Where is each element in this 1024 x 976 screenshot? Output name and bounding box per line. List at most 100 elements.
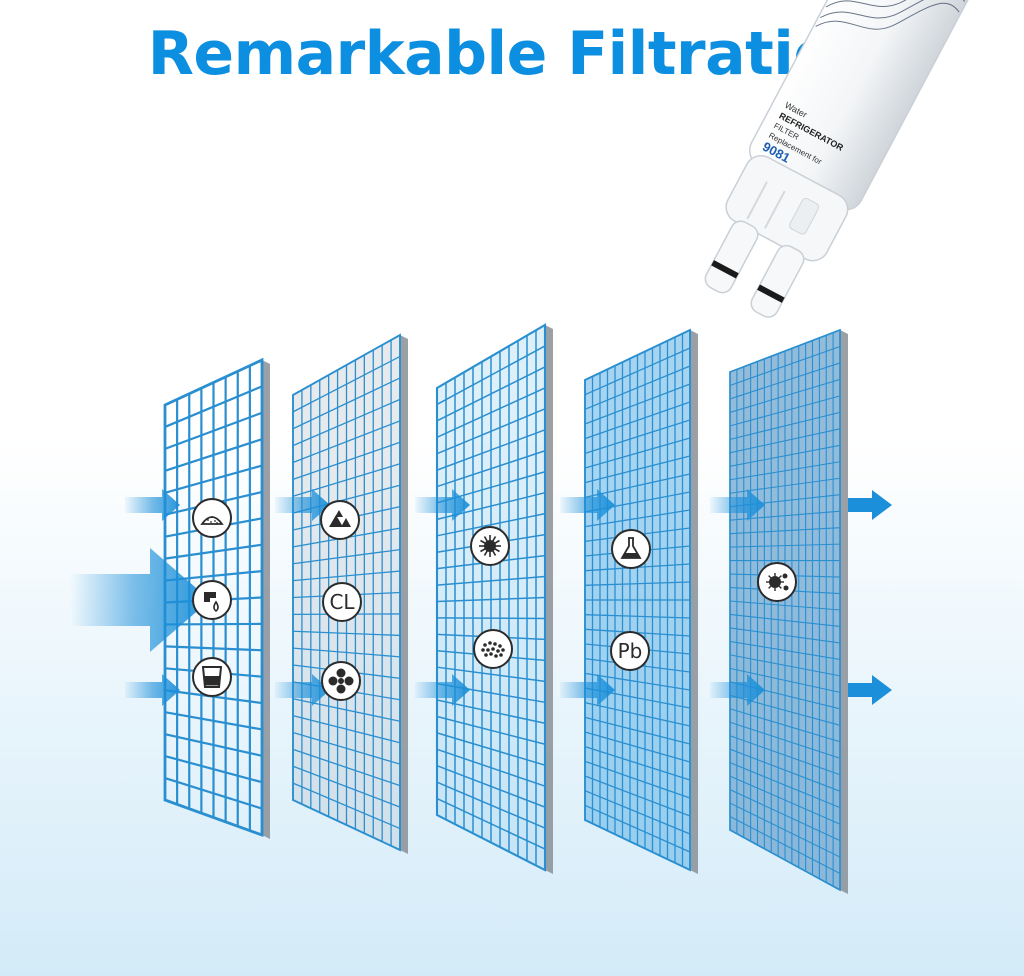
grid-line <box>729 802 841 858</box>
grid-line <box>584 437 691 469</box>
panel-edge <box>840 330 848 894</box>
grid-line <box>164 438 263 472</box>
grid-line <box>584 672 691 691</box>
grid-line <box>729 527 841 535</box>
grid-line <box>292 782 401 830</box>
grid-line <box>292 548 401 565</box>
flow-arrow <box>710 489 765 521</box>
water-flow-arrows <box>70 489 892 706</box>
grid-line <box>436 366 546 422</box>
grid-line <box>436 797 546 850</box>
grid-line <box>164 733 263 757</box>
grid-line <box>292 463 401 497</box>
grid-line <box>729 444 841 467</box>
wave-pattern <box>815 0 971 30</box>
grid-line <box>584 365 691 410</box>
turbidity-icon <box>192 657 232 697</box>
grid-line <box>729 627 841 644</box>
grid-line <box>729 543 841 548</box>
grid-line <box>729 748 841 792</box>
grid-line <box>584 455 691 484</box>
headline: Remarkable Filtration <box>147 19 877 89</box>
flow-arrow <box>275 674 330 706</box>
rust-icon <box>192 580 232 620</box>
grid-line <box>584 347 691 396</box>
flow-arrow <box>560 489 615 521</box>
grid-line <box>584 473 691 498</box>
grid-line <box>436 596 546 603</box>
grid-line <box>729 461 841 481</box>
grid-line <box>292 420 401 464</box>
flow-arrow <box>710 674 765 706</box>
grid-line <box>729 721 841 759</box>
flow-arrow <box>415 489 470 521</box>
grid-line <box>164 645 263 652</box>
filter-nozzles <box>704 220 805 318</box>
grid-line <box>584 760 691 799</box>
grid-line <box>292 398 401 447</box>
contaminant-icon <box>470 526 510 566</box>
grid-line <box>436 715 546 745</box>
panel-edge <box>690 330 698 874</box>
grid-line <box>292 441 401 480</box>
grid-line <box>436 512 546 537</box>
grid-line <box>729 428 841 454</box>
main-inflow-arrow <box>70 548 210 652</box>
grid-line <box>164 543 263 560</box>
grid-line <box>292 731 401 765</box>
chlorine-icon-label: CL <box>329 590 355 614</box>
outflow-arrow <box>848 675 892 705</box>
particles-icon <box>320 500 360 540</box>
panel-edge <box>262 360 270 839</box>
odor-icon <box>321 661 361 701</box>
grid-line <box>292 714 401 744</box>
grid-line <box>729 345 841 386</box>
contaminant-icons: CL Pb <box>192 498 797 701</box>
grid-line <box>436 387 546 438</box>
flow-arrow <box>125 489 180 521</box>
flow-arrow <box>275 489 330 521</box>
stage-4-panel <box>584 328 698 874</box>
grid-line <box>584 804 691 853</box>
grid-line <box>436 345 546 406</box>
grid-line <box>436 450 546 488</box>
grid-line <box>292 630 401 637</box>
micro-particle-icon <box>473 629 513 669</box>
grid-line <box>164 777 263 810</box>
grid-line <box>729 411 841 440</box>
grid-line <box>584 509 691 528</box>
bacteria-icon <box>757 562 797 602</box>
grid-line <box>729 735 841 776</box>
grid-line <box>164 755 263 784</box>
chemical-icon <box>611 529 651 569</box>
grid-line <box>292 647 401 658</box>
grid-line <box>436 429 546 471</box>
grid-line <box>729 708 841 743</box>
lead-icon-label: Pb <box>618 639 643 663</box>
panel-edge <box>545 325 553 874</box>
grid-line <box>584 419 691 454</box>
grid-line <box>584 790 691 835</box>
chlorine-icon: CL <box>322 582 362 622</box>
filter-stages <box>163 323 848 894</box>
grid-line <box>292 377 401 430</box>
grid-line <box>164 385 263 428</box>
grid-line <box>436 617 546 620</box>
grid-line <box>584 581 691 586</box>
lead-icon: Pb <box>610 631 650 671</box>
grid-line <box>584 401 691 440</box>
grid-line <box>164 411 263 450</box>
grid-line <box>729 762 841 809</box>
grid-line <box>729 654 841 677</box>
grid-line <box>436 748 546 787</box>
grid-line <box>584 716 691 745</box>
grid-line <box>436 666 546 683</box>
outflow-arrow <box>848 490 892 520</box>
grid-line <box>729 667 841 693</box>
stage-5-panel <box>729 328 848 894</box>
grid-line <box>292 698 401 722</box>
grid-line <box>729 816 841 875</box>
grid-line <box>729 378 841 413</box>
grid-line <box>164 711 263 731</box>
stage-3-panel <box>435 323 553 874</box>
